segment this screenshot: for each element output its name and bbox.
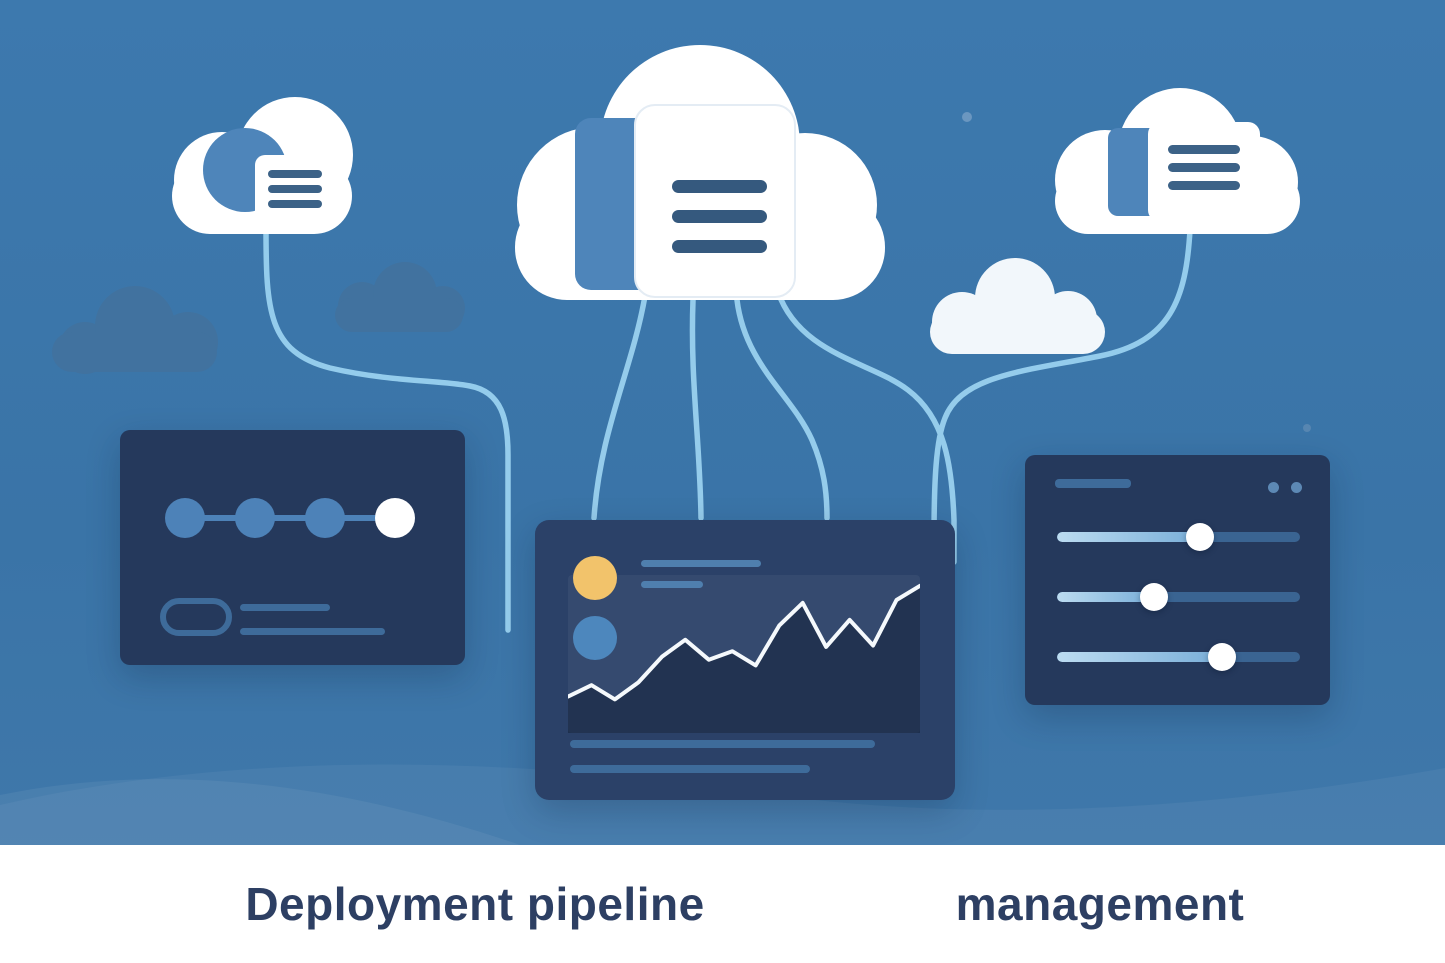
sky-dot bbox=[1303, 424, 1311, 432]
placeholder-text-line bbox=[1055, 479, 1131, 488]
document-list-icon bbox=[255, 155, 335, 227]
slider-fill bbox=[1057, 532, 1201, 542]
slider[interactable] bbox=[1057, 643, 1300, 671]
caption-band: Deployment pipeline management bbox=[0, 845, 1445, 963]
plain-cloud bbox=[930, 258, 1105, 354]
cloud-left bbox=[172, 97, 353, 234]
chart-svg bbox=[568, 583, 920, 733]
slider[interactable] bbox=[1057, 583, 1300, 611]
slider-knob[interactable] bbox=[1186, 523, 1215, 551]
document-list-icon bbox=[1148, 122, 1260, 222]
cloud-right bbox=[1055, 88, 1300, 234]
connector-center-d bbox=[775, 289, 957, 565]
connector-right-cloud bbox=[931, 227, 1193, 543]
connector-center-a bbox=[591, 293, 648, 521]
placeholder-text-line bbox=[570, 740, 875, 748]
background-cloud-silhouettes bbox=[52, 262, 465, 374]
placeholder-text-line bbox=[641, 560, 761, 567]
pipeline-node-row bbox=[165, 498, 415, 538]
connector-center-b bbox=[689, 297, 704, 521]
connector-lines bbox=[263, 225, 1193, 633]
pipeline-node-done bbox=[305, 498, 345, 538]
slider-track[interactable] bbox=[1057, 592, 1300, 602]
toggle-pill[interactable] bbox=[160, 598, 232, 636]
slider-knob[interactable] bbox=[1208, 643, 1237, 671]
chart-line bbox=[568, 583, 920, 702]
pipeline-node-active bbox=[375, 498, 415, 538]
caption-left: Deployment pipeline bbox=[245, 878, 705, 930]
window-dot-icon bbox=[1291, 482, 1302, 493]
placeholder-text-line bbox=[641, 581, 703, 588]
slider-track[interactable] bbox=[1057, 652, 1300, 662]
placeholder-text-line bbox=[570, 765, 810, 773]
slider[interactable] bbox=[1057, 523, 1300, 551]
caption-right: management bbox=[955, 878, 1245, 930]
hills bbox=[0, 764, 1445, 845]
pipeline-node-done bbox=[235, 498, 275, 538]
settings-panel bbox=[1025, 455, 1330, 705]
document-list-icon bbox=[634, 104, 796, 298]
slider-fill bbox=[1057, 652, 1223, 662]
window-dot-icon bbox=[1268, 482, 1279, 493]
placeholder-text-line bbox=[240, 604, 330, 611]
pipeline-panel bbox=[120, 430, 465, 665]
pipeline-node-done bbox=[165, 498, 205, 538]
dashboard-panel bbox=[535, 520, 955, 800]
cloud-center bbox=[515, 45, 885, 300]
connector-left-cloud bbox=[263, 225, 511, 633]
line-chart bbox=[568, 575, 920, 733]
status-dot-blue bbox=[573, 616, 617, 660]
status-dot-yellow bbox=[573, 556, 617, 600]
sky-dot bbox=[962, 112, 972, 122]
slider-track[interactable] bbox=[1057, 532, 1300, 542]
slider-fill bbox=[1057, 592, 1155, 602]
placeholder-text-line bbox=[240, 628, 385, 635]
connector-center-c bbox=[734, 297, 830, 521]
slider-knob[interactable] bbox=[1140, 583, 1169, 611]
